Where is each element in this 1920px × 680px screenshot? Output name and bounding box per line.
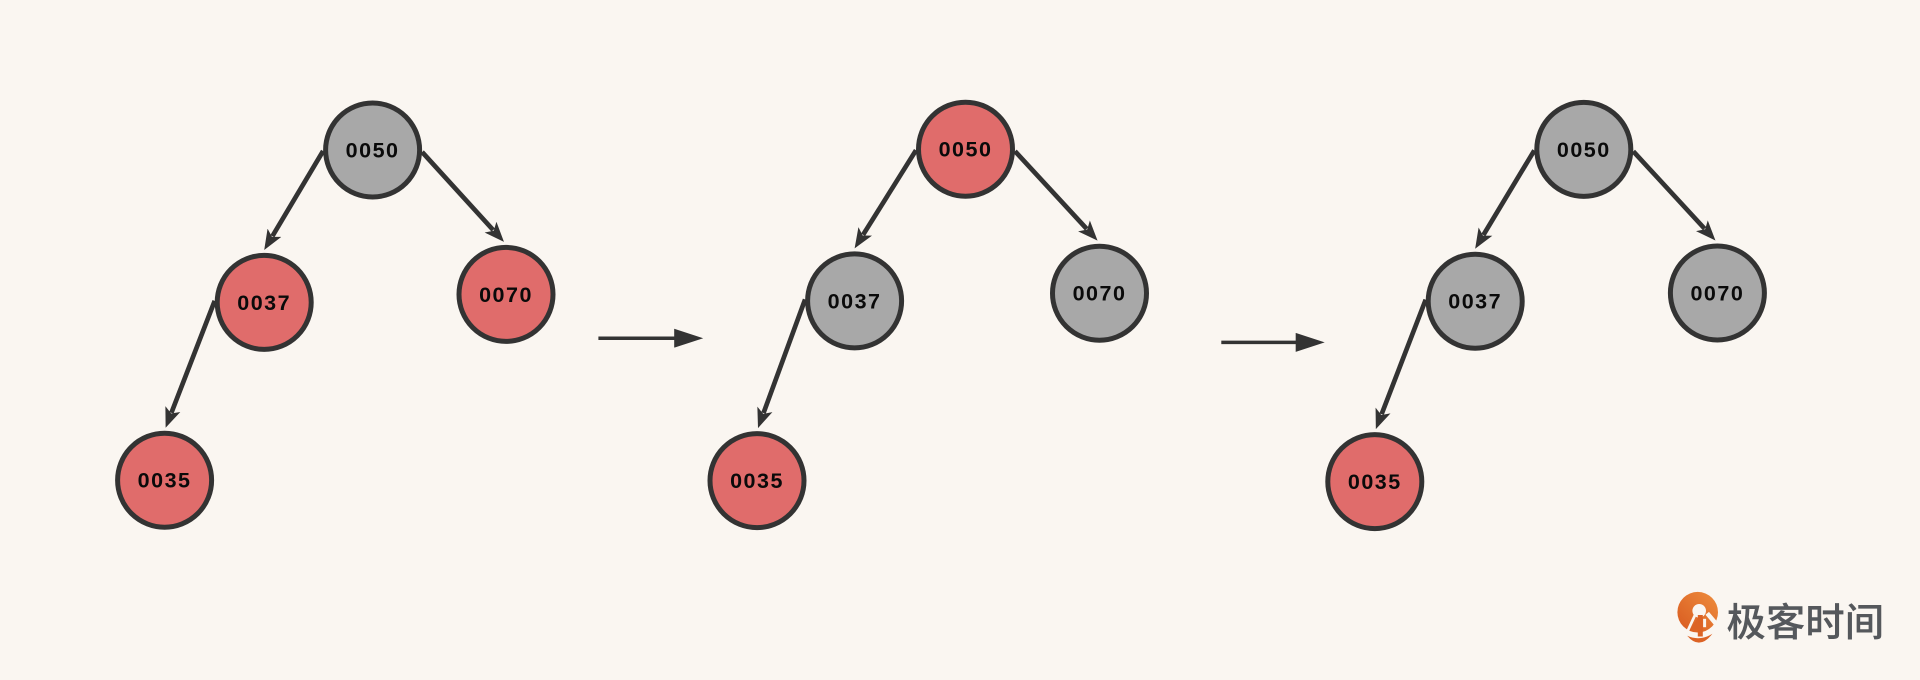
svg-text:0037: 0037 bbox=[1448, 290, 1502, 314]
svg-text:0050: 0050 bbox=[939, 138, 993, 162]
svg-text:0050: 0050 bbox=[1557, 138, 1611, 162]
svg-text:0070: 0070 bbox=[479, 283, 533, 307]
svg-text:0037: 0037 bbox=[237, 291, 291, 315]
svg-text:0050: 0050 bbox=[346, 139, 400, 163]
svg-text:0035: 0035 bbox=[138, 469, 192, 493]
svg-text:0037: 0037 bbox=[828, 289, 882, 313]
svg-text:0070: 0070 bbox=[1073, 282, 1127, 306]
svg-text:0035: 0035 bbox=[730, 469, 784, 493]
svg-text:0070: 0070 bbox=[1690, 282, 1744, 306]
svg-text:0035: 0035 bbox=[1348, 470, 1402, 494]
